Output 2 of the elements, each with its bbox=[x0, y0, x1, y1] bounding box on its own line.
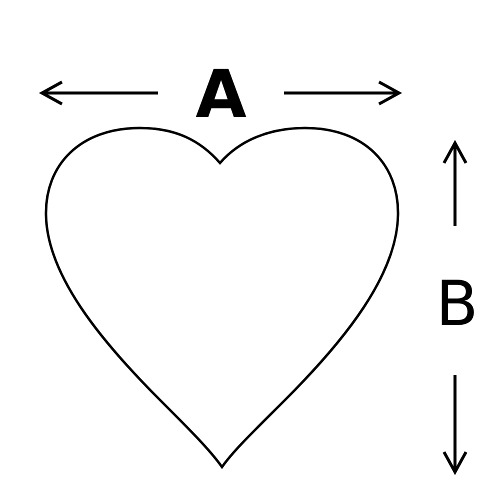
dimension-label: B bbox=[436, 273, 478, 335]
dimension-label: A bbox=[195, 62, 247, 128]
